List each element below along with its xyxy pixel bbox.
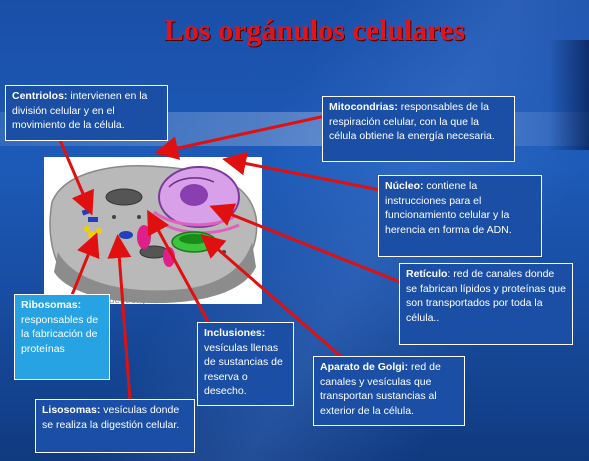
decorative-stripe (549, 40, 589, 150)
label-nucleo: Núcleo: contiene la instrucciones para e… (378, 175, 542, 257)
label-reticulo: Retículo: red de canales donde se fabric… (399, 263, 573, 345)
page-title: Los orgánulos celulares (163, 14, 466, 47)
label-ribosomas: Ribosomas: responsables de la fabricació… (14, 294, 110, 380)
label-centriolos: Centriolos: intervienen en la división c… (5, 85, 168, 141)
arrow-centriolos (58, 139, 94, 216)
label-mitocondrias: Mitocondrias: responsables de la respira… (322, 96, 515, 162)
arrow-ribosomas (68, 232, 100, 301)
label-inclusiones: Inclusiones: vesículas llenas de sustanc… (197, 322, 294, 406)
label-lisosomas: Lisosomas: vesículas donde se realiza la… (35, 399, 195, 453)
arrow-golgi (200, 234, 346, 362)
arrow-nucleo (222, 151, 381, 192)
label-golgi: Aparato de Golgi: red de canales y vesíc… (313, 356, 465, 426)
arrow-reticulo (209, 203, 401, 284)
arrow-lisosomas (107, 234, 132, 401)
arrow-mitocondrias (154, 113, 331, 160)
arrow-inclusiones (147, 209, 212, 326)
